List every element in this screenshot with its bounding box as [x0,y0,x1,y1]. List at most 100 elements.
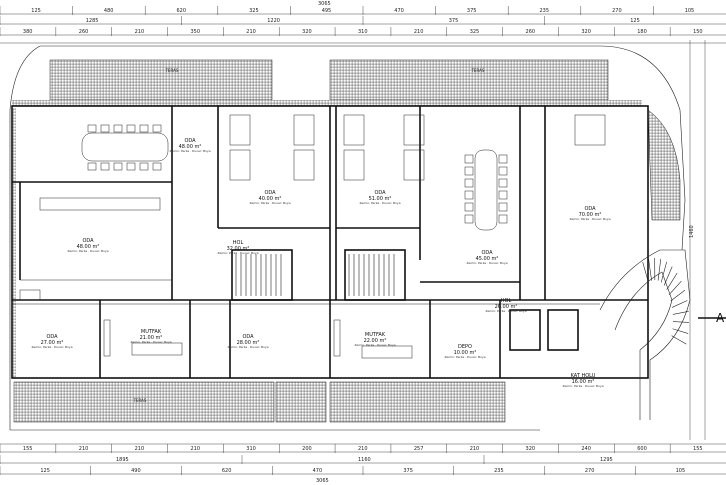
dim-bot1-12: 155 [693,446,703,452]
spiral-tread [657,258,662,281]
dim-bot1-11: 600 [637,446,647,452]
room-name: MUTFAK [141,329,162,335]
spiral-tread [672,321,689,323]
chair [464,190,474,200]
dim-top3-4: 210 [246,29,256,35]
dim-bot1-10: 240 [581,446,591,452]
chair [464,214,474,224]
interior-walls [12,106,648,378]
dim-bot2-1: 1160 [358,457,371,463]
chair [139,162,149,171]
office-desks [19,114,606,301]
dim-top3-10: 320 [581,29,591,35]
terrace-right-hatch [647,109,681,221]
terrace-bottom-hatch-2 [275,381,327,423]
room-area: 45.00 m² [476,256,499,262]
dim-top1-5: 470 [394,8,404,14]
terrace-top-left-hatch [49,59,273,101]
dim-top1-7: 235 [540,8,550,14]
chair [113,162,123,171]
dim-top3-9: 260 [526,29,536,35]
dim-bot3-0: 125 [40,468,50,474]
room-note: Zemin: Parke · Duvar: Boya [217,251,258,255]
dim-bot3-2: 620 [222,468,232,474]
dim-top3-0: 380 [23,29,33,35]
dim-top1-6: 375 [467,8,477,14]
room-name: ODA [264,190,276,196]
room-area: 48.00 m² [179,144,202,150]
dim-top1-1: 480 [104,8,114,14]
terrace-top-band [12,100,642,106]
dim-top1-0: 125 [31,8,41,14]
chair [464,178,474,188]
chair [464,166,474,176]
conference-table-left [81,124,169,171]
terrace-label-top-right: TERAS [471,68,485,73]
chair [152,124,162,133]
chair [464,202,474,212]
spiral-tread [671,335,687,345]
room-name: ODA [46,334,58,340]
room-area: 26.00 m² [495,304,518,310]
dim-top3-5: 320 [302,29,312,35]
dim-bot3-1: 490 [131,468,141,474]
terrace-bottom-hatch-1 [13,381,275,423]
stairs [235,254,395,296]
dim-bot3-7: 105 [676,468,686,474]
right-dimension-line: 1460 [689,40,706,440]
room-name: ODA [82,238,94,244]
room-name: HOL [233,240,244,246]
room-name: ODA [242,334,254,340]
room-note: Zemin: Parke · Duvar: Boya [227,345,268,349]
dim-bot1-9: 320 [526,446,536,452]
room-note: Zemin: Parke · Duvar: Boya [444,355,485,359]
dim-bottom-total: 3065 [316,478,329,484]
spiral-tread [642,262,649,283]
chair [100,124,110,133]
dim-top3-3: 350 [190,29,200,35]
dim-top3-12: 150 [693,29,703,35]
dim-top3-7: 210 [414,29,424,35]
chair [464,154,474,164]
spiral-stair [599,249,691,420]
spiral-tread [671,300,688,308]
kitchen-tables [103,319,413,359]
room-area: 21.00 m² [140,335,163,341]
dim-bot3-6: 270 [585,468,595,474]
dim-row-bottom-2: 1895 1160 1295 [0,455,613,464]
dim-top2-2: 375 [449,18,459,24]
room-area: 27.00 m² [41,340,64,346]
dim-top1-8: 270 [612,8,622,14]
chair [87,162,97,171]
dim-bot1-4: 310 [246,446,256,452]
dim-top3-2: 210 [135,29,145,35]
room-area: 22.00 m² [364,338,387,344]
dim-top2-3: 125 [630,18,640,24]
chair [113,124,123,133]
dim-bot2-2: 1295 [600,457,613,463]
room-name: DEPO [458,344,472,350]
room-area: 28.00 m² [237,340,260,346]
chair [498,214,508,224]
chair [498,154,508,164]
spiral-tread [660,261,667,283]
dim-top1-4: 495 [322,8,332,14]
dim-bot2-0: 1895 [116,457,129,463]
dim-top3-8: 325 [470,29,480,35]
spiral-tread [672,328,689,334]
room-name: MUTFAK [365,332,386,338]
chair [126,124,136,133]
room-name: ODA [481,250,493,256]
room-note: Zemin: Parke · Duvar: Boya [169,149,210,153]
